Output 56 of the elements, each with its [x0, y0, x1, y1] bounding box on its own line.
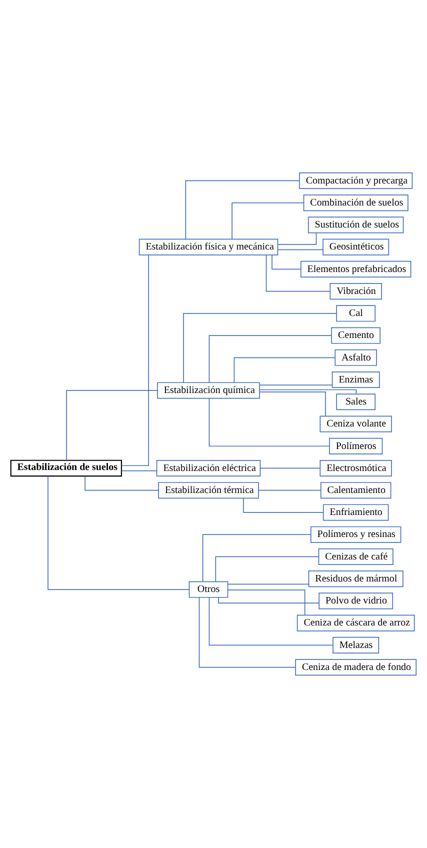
connector — [259, 391, 326, 416]
node-box: Cal — [336, 305, 376, 322]
connector — [208, 335, 332, 384]
connector — [121, 470, 158, 472]
connector — [202, 534, 312, 582]
connector — [215, 556, 320, 582]
node-box: Ceniza de madera de fondo — [295, 659, 417, 676]
connector — [228, 584, 309, 585]
connector — [48, 476, 190, 590]
connector — [208, 398, 330, 447]
node-box: Polímeros — [329, 438, 383, 454]
connector — [277, 249, 324, 250]
connector — [266, 254, 330, 292]
node-box: Residuos de mármol — [308, 570, 404, 588]
connector — [228, 589, 306, 616]
node-box: Calentamiento — [320, 482, 392, 499]
node-box: Cemento — [331, 327, 381, 344]
node-box: Electrosmótica — [320, 460, 392, 477]
connector — [185, 180, 300, 240]
node-box: Sales — [336, 394, 376, 410]
node-box: Polímeros y resinas — [310, 526, 402, 543]
connector — [121, 254, 149, 466]
node-box: Cenizas de café — [318, 548, 394, 565]
connector — [218, 597, 320, 604]
node-box: Enfriamiento — [322, 504, 389, 521]
connector — [84, 476, 159, 491]
node-box: Asfalto — [334, 349, 377, 366]
node-box: Compactación y precarga — [299, 172, 413, 189]
node-box: Estabilización química — [157, 382, 260, 399]
connector — [278, 232, 317, 245]
node-box: Ceniza volante — [320, 416, 392, 432]
connector — [272, 254, 302, 270]
node-box: Enzimas — [332, 371, 380, 388]
node-box: Otros — [188, 581, 228, 598]
node-box: Elementos prefabricados — [300, 260, 412, 278]
connector — [243, 498, 324, 513]
connector — [66, 390, 158, 461]
node-box: Estabilización eléctrica — [156, 460, 261, 477]
node-box: Ceniza de cáscara de arroz — [296, 614, 415, 632]
connector — [258, 490, 322, 491]
node-box: Geosintéticos — [322, 238, 390, 256]
node-box: Estabilización de suelos — [10, 460, 122, 477]
node-box: Estabilización física y mecánica — [138, 238, 278, 256]
connector — [208, 597, 334, 646]
node-box: Estabilización térmica — [158, 482, 259, 499]
connector — [259, 384, 333, 386]
node-box: Combinación de suelos — [303, 194, 408, 212]
node-box: Vibración — [330, 283, 382, 300]
connector — [260, 468, 320, 469]
node-box: Polvo de vidrio — [318, 592, 394, 610]
connector — [234, 357, 336, 383]
node-box: Melazas — [332, 636, 380, 654]
connector — [183, 312, 337, 383]
connector — [198, 597, 296, 668]
connector — [232, 202, 304, 240]
node-box: Sustitución de suelos — [308, 216, 404, 234]
